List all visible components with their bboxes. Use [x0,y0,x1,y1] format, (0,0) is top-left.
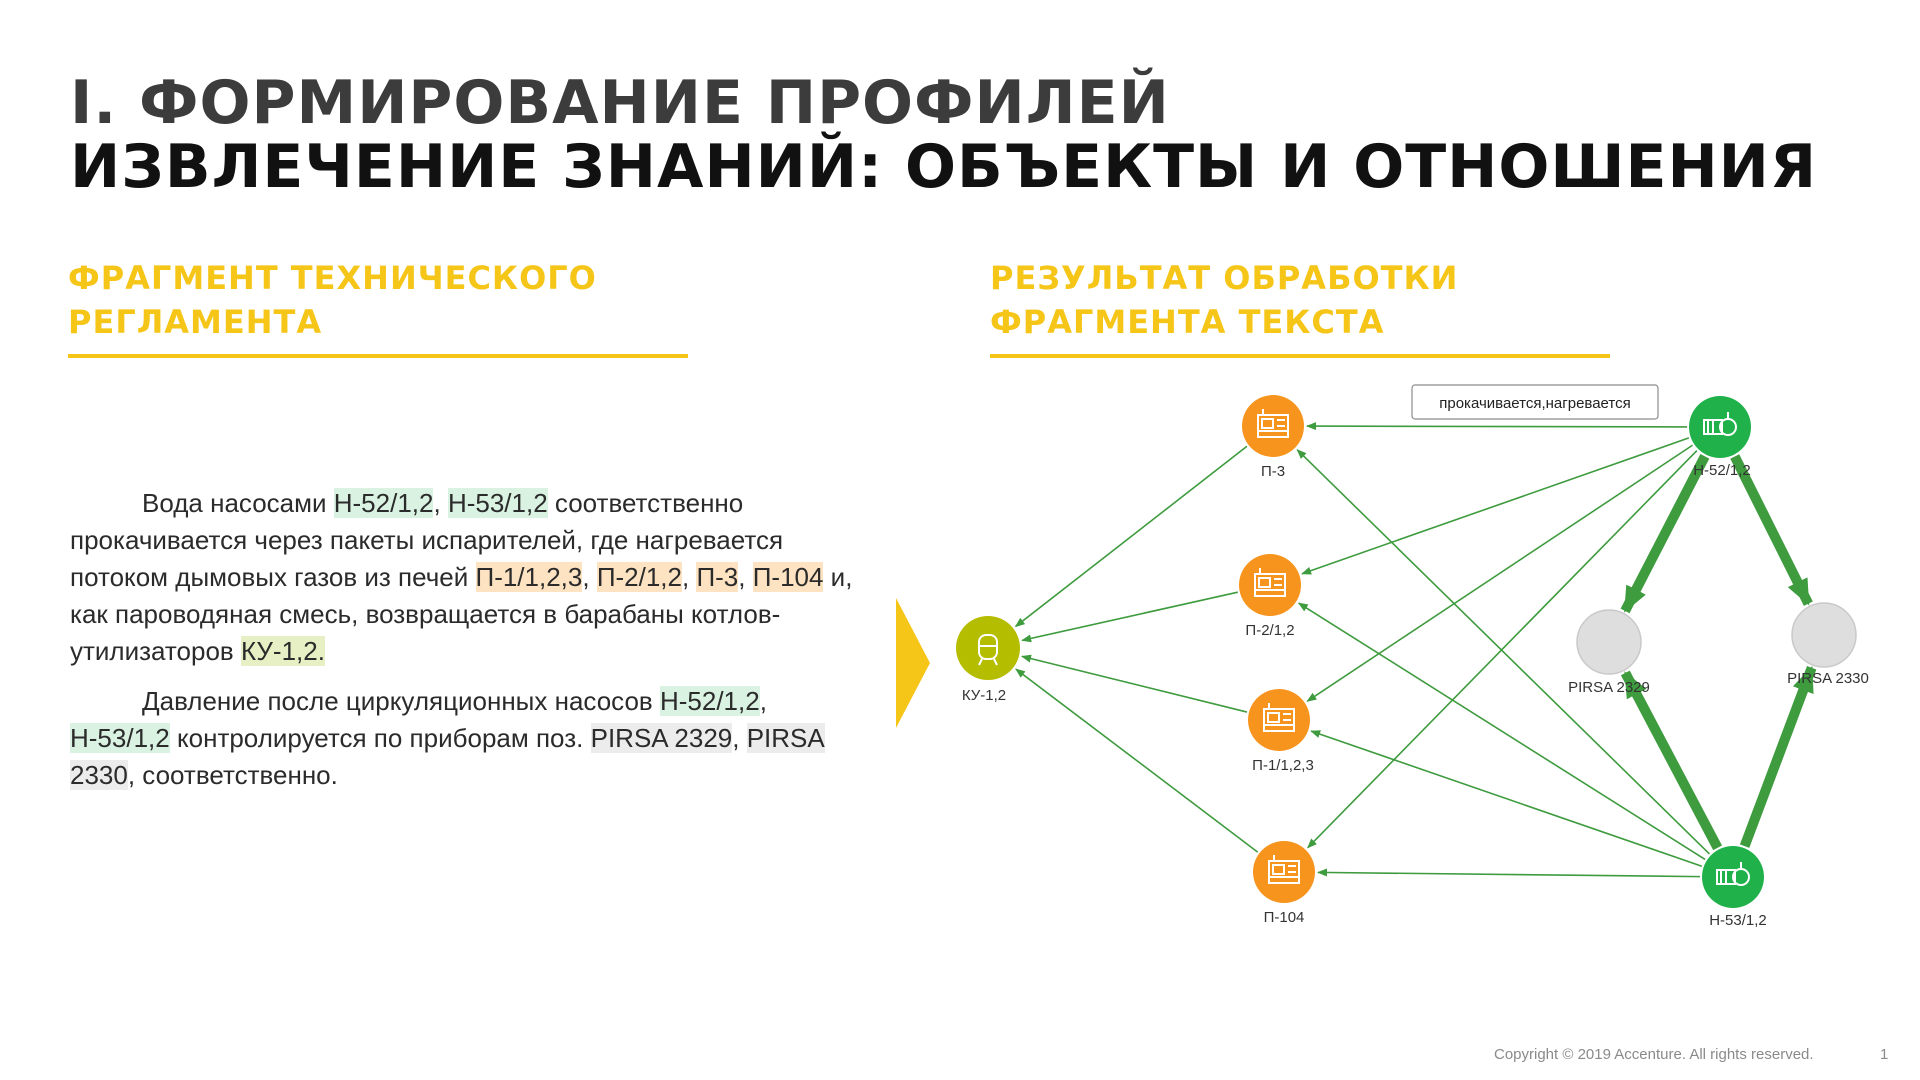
highlighted-entity: П-1/1,2,3 [475,562,583,592]
text-segment: , [582,562,597,592]
left-heading-line2: РЕГЛАМЕНТА [68,303,323,341]
highlighted-entity: П-2/1,2 [596,562,682,592]
text-segment: Давление после циркуляционных насосов [142,686,660,716]
page-title-line1: I. ФОРМИРОВАНИЕ ПРОФИЛЕЙ [70,68,1170,138]
regulation-text: Вода насосами Н-52/1,2, Н-53/1,2 соответ… [70,485,870,794]
highlighted-entity: Н-52/1,2 [333,488,434,518]
text-segment: , [732,723,747,753]
highlighted-entity: Н-53/1,2 [70,723,170,753]
sensor-node-circle [1791,602,1857,668]
right-heading-underline [990,354,1610,358]
regulation-paragraph-2: Давление после циркуляционных насосов Н-… [70,683,870,794]
text-segment: Вода насосами [142,488,334,518]
arrow-chevron-icon [896,598,930,728]
node-p1[interactable]: П-1/1,2,3 [1248,689,1314,774]
furnace-node-circle [1239,554,1301,616]
pump-node-circle [1689,396,1751,458]
right-section-heading: РЕЗУЛЬТАТ ОБРАБОТКИ ФРАГМЕНТА ТЕКСТА [990,256,1458,344]
node-label: КУ-1,2 [962,687,1006,704]
furnace-node-circle [1242,395,1304,457]
edge-n53-to-p104 [1316,868,1701,878]
edge-tooltip: прокачивается,нагревается [1411,384,1659,420]
boiler-node-circle [956,616,1020,680]
node-p2[interactable]: П-2/1,2 [1239,554,1301,639]
edge-n52-to-p2 [1301,437,1690,575]
edge-n52-to-p3 [1305,422,1688,431]
left-heading-underline [68,354,688,358]
node-label: П-1/1,2,3 [1252,757,1314,774]
copyright-text: Copyright © 2019 Accenture. All rights r… [1494,1046,1814,1063]
node-p104[interactable]: П-104 [1253,841,1315,926]
highlighted-entity: КУ-1,2. [240,636,325,666]
edge-n52-to-s2330 [1730,454,1813,606]
text-segment: , [433,488,448,518]
text-segment: и, как пароводяная смесь, возвращается в… [70,562,853,666]
text-segment: , соответственно. [127,760,338,790]
edge-p1-to-ku [1021,654,1248,713]
text-segment: , [682,562,697,592]
node-label: П-2/1,2 [1245,622,1294,639]
node-p3[interactable]: П-3 [1242,395,1304,480]
edge-n53-to-s2330 [1739,665,1817,848]
furnace-node-circle [1253,841,1315,903]
furnace-node-circle [1248,689,1310,751]
pump-node-circle [1702,846,1764,908]
text-segment: соответственно прокачивается через пакет… [70,488,784,592]
edge-n53-to-p3 [1296,449,1710,855]
highlighted-entity: Н-52/1,2 [659,686,760,716]
node-ku[interactable]: КУ-1,2 [956,616,1020,704]
edge-n52-to-p104 [1307,450,1698,849]
node-label: PIRSA 2329 [1568,679,1650,696]
graph-edges [1014,422,1817,878]
node-label: PIRSA 2330 [1787,670,1869,687]
edge-p104-to-ku [1015,668,1259,853]
node-label: П-104 [1264,909,1305,926]
highlighted-entity: П-104 [752,562,824,592]
node-label: Н-52/1,2 [1693,462,1751,479]
edge-tooltip-text: прокачивается,нагревается [1439,395,1630,412]
edge-n53-to-p2 [1297,602,1706,861]
left-section-heading: ФРАГМЕНТ ТЕХНИЧЕСКОГО РЕГЛАМЕНТА [68,256,597,344]
edge-n52-to-p1 [1306,444,1693,702]
text-segment: , [738,562,753,592]
highlighted-entity: Н-53/1,2 [447,488,548,518]
graph-nodes: П-3П-2/1,2П-1/1,2,3П-104 КУ-1,2 Н-52/1,2Н-… [956,395,1869,929]
highlighted-entity: PIRSA 2329 [590,723,733,753]
regulation-paragraph-1: Вода насосами Н-52/1,2, Н-53/1,2 соответ… [70,485,870,670]
node-s2329[interactable]: PIRSA 2329 [1568,609,1650,696]
right-heading-line2: ФРАГМЕНТА ТЕКСТА [990,303,1385,341]
edge-n53-to-p1 [1310,730,1703,867]
node-label: П-3 [1261,463,1285,480]
edge-n53-to-s2329 [1620,670,1723,851]
node-n53[interactable]: Н-53/1,2 [1702,846,1767,929]
node-label: Н-53/1,2 [1709,912,1767,929]
right-heading-line1: РЕЗУЛЬТАТ ОБРАБОТКИ [990,259,1459,297]
edge-p3-to-ku [1014,445,1248,628]
node-s2330[interactable]: PIRSA 2330 [1787,602,1869,687]
sensor-node-circle [1576,609,1642,675]
page-title-line2: ИЗВЛЕЧЕНИЕ ЗНАНИЙ: ОБЪЕКТЫ И ОТНОШЕНИЯ [70,132,1818,202]
left-heading-line1: ФРАГМЕНТ ТЕХНИЧЕСКОГО [68,259,597,297]
highlighted-entity: П-3 [696,562,739,592]
node-n52[interactable]: Н-52/1,2 [1689,396,1751,479]
edge-n52-to-s2329 [1620,454,1710,614]
page-number: 1 [1880,1046,1889,1063]
text-segment: контролируется по приборам поз. [169,723,591,753]
text-segment: , [759,686,767,716]
edge-p2-to-ku [1021,591,1238,643]
